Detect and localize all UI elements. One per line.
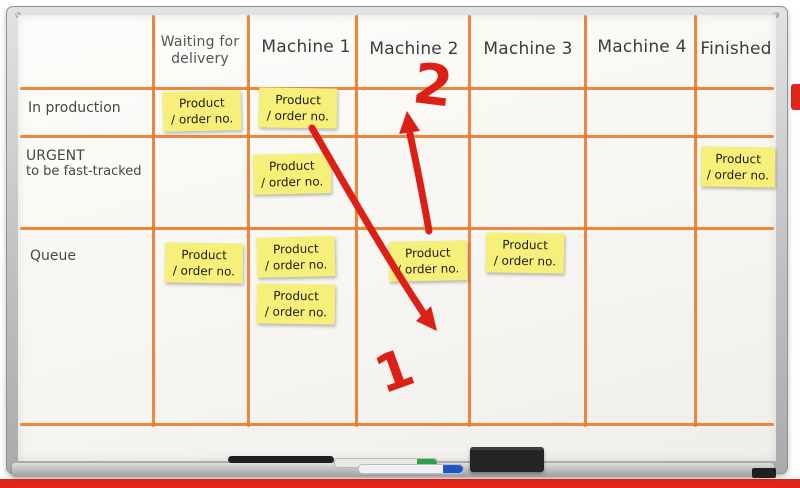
column-header-finished: Finished — [700, 39, 772, 59]
sticky-note-waiting-in-production: Product / order no. — [162, 90, 242, 132]
row-label-urgent: URGENT to be fast-tracked — [26, 148, 142, 179]
column-header-machine-4: Machine 4 — [597, 37, 687, 57]
row-label-urgent-line2: to be fast-tracked — [26, 164, 142, 179]
grid-line-horizontal — [20, 227, 774, 230]
green-marker-cap — [417, 459, 437, 467]
sticky-note-waiting-queue: Product / order no. — [164, 242, 244, 284]
black-marker — [228, 456, 334, 463]
sticky-text-line2: / order no. — [264, 257, 328, 273]
row-label-urgent-line1: URGENT — [26, 148, 85, 164]
sticky-text-line1: Product — [273, 288, 320, 304]
grid-line-vertical — [694, 15, 697, 427]
sticky-text-line1: Product — [181, 247, 228, 263]
sticky-text-line2: / order no. — [170, 111, 234, 127]
sticky-text-line1: Product — [268, 158, 315, 174]
blue-marker-cap — [443, 465, 463, 473]
grid-line-vertical — [584, 15, 587, 427]
sticky-note-finished-urgent: Product / order no. — [700, 146, 776, 188]
grid-line-horizontal — [20, 135, 774, 138]
sticky-text-line2: / order no. — [706, 167, 770, 183]
sticky-note-machine1-in-production: Product / order no. — [258, 87, 338, 129]
whiteboard-eraser — [470, 447, 544, 472]
sticky-text-line1: Product — [272, 241, 319, 257]
grid-line-vertical — [247, 15, 250, 427]
sticky-note-machine3-queue: Product / order no. — [485, 232, 565, 274]
column-header-machine-3: Machine 3 — [483, 39, 573, 59]
sticky-note-machine1-urgent: Product / order no. — [252, 153, 332, 195]
sticky-text-line1: Product — [178, 95, 225, 111]
grid-line-horizontal — [20, 423, 774, 426]
sticky-text-line1: Product — [502, 237, 549, 253]
sticky-note-machine1-queue-2: Product / order no. — [256, 283, 336, 325]
grid-line-vertical — [355, 15, 358, 427]
grid-line-vertical — [468, 15, 471, 427]
grid-line-vertical — [152, 15, 155, 427]
sticky-text-line2: / order no. — [260, 174, 324, 190]
red-border-bottom — [0, 479, 800, 488]
frame-screw — [773, 12, 779, 18]
sticky-text-line1: Product — [275, 92, 322, 108]
brand-label — [752, 468, 776, 478]
sticky-text-line2: / order no. — [493, 253, 557, 269]
column-header-machine-1: Machine 1 — [261, 37, 351, 57]
column-header-waiting-for-delivery: Waiting for delivery — [160, 34, 240, 67]
column-header-machine-2: Machine 2 — [369, 39, 459, 59]
sticky-text-line1: Product — [715, 151, 762, 167]
red-mark-right-edge — [791, 84, 800, 110]
grid-line-horizontal — [20, 87, 774, 90]
sticky-text-line1: Product — [404, 245, 451, 261]
row-label-queue: Queue — [30, 248, 76, 264]
sticky-text-line2: / order no. — [266, 108, 330, 124]
sticky-text-line2: / order no. — [264, 304, 328, 320]
sticky-text-line2: / order no. — [172, 263, 236, 279]
row-label-in-production: In production — [28, 100, 121, 116]
sticky-note-machine2-queue: Product / order no. — [388, 240, 468, 282]
blue-marker — [358, 464, 464, 474]
sticky-text-line2: / order no. — [396, 261, 460, 277]
whiteboard-surface — [18, 15, 776, 461]
sticky-note-machine1-queue-1: Product / order no. — [256, 236, 336, 278]
